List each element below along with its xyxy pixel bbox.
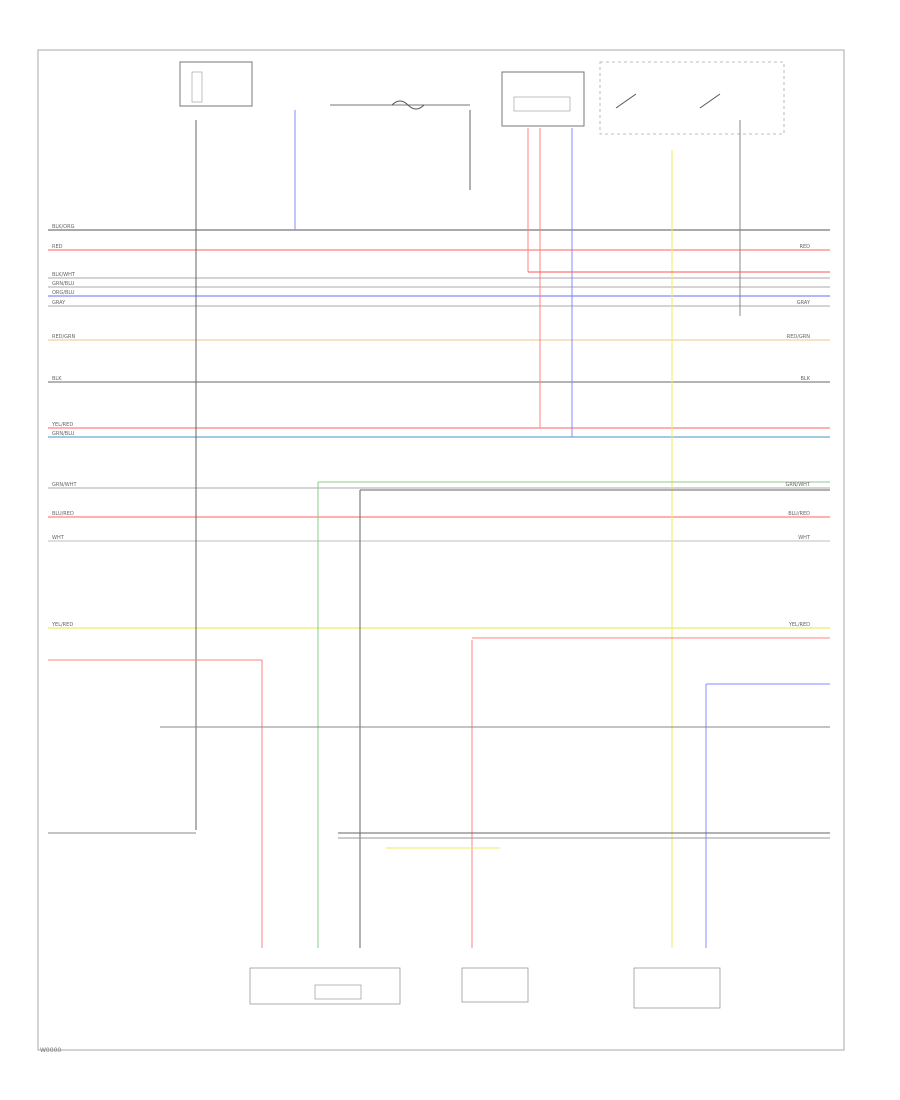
wire-label-left: ORG/BLU (52, 290, 75, 296)
wire-label-right: RED (800, 244, 811, 250)
connector-middle (461, 967, 529, 1003)
wire-label-left: GRN/WHT (52, 482, 77, 488)
wire-label-right: YEL/RED (788, 622, 810, 628)
wire-label-left: GRN/BLU (52, 281, 75, 287)
label-layer: BLK/ORG RED RED BLK/WHT GRN/BLU ORG/BLU GRAY GR… (51, 224, 811, 628)
component-ignition-switch (179, 61, 253, 107)
wire-label-left: BLK/WHT (52, 272, 76, 278)
diagram-frame (37, 49, 845, 1051)
wire-label-left: GRN/BLU (52, 431, 75, 437)
wire-label-right: RED/GRN (787, 334, 811, 340)
wire-label-left: YEL/RED (51, 422, 73, 428)
component-body-control-module (501, 71, 585, 127)
wire-label-left: BLK (52, 376, 62, 382)
wire-label-left: BLK/ORG (52, 224, 75, 230)
connector-left (249, 967, 401, 1005)
wire-label-right: BLK (801, 376, 811, 382)
connector-right (633, 967, 721, 1009)
wire-label-left: WHT (52, 535, 65, 541)
wire-label-right: WHT (798, 535, 811, 541)
corner-code: W0000 (40, 1047, 61, 1054)
component-relay-box (599, 61, 785, 135)
wire-label-right: GRAY (797, 300, 811, 306)
wire-label-left: RED/GRN (52, 334, 76, 340)
wire-layer (48, 110, 830, 948)
wire-label-left: GRAY (52, 300, 66, 306)
wire-label-left: BLU/RED (52, 511, 74, 517)
wire-label-left: RED (52, 244, 63, 250)
wire-label-right: GRN/WHT (785, 482, 810, 488)
component-fuse-block (330, 100, 470, 110)
wire-label-left: YEL/RED (51, 622, 73, 628)
wire-label-right: BLU/RED (788, 511, 810, 517)
